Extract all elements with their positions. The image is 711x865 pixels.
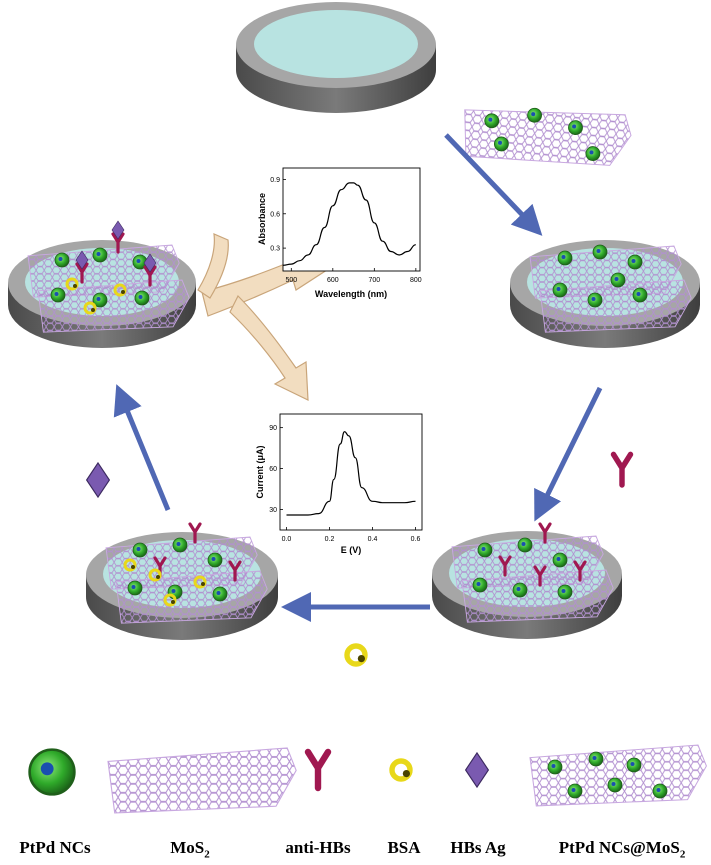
absorbance-xtick-label: 600: [327, 277, 339, 284]
arrow-2: [534, 386, 603, 522]
current-chart: 0.0 0.2 0.4 0.6 30 60 90 E (V) Current (μA): [255, 413, 423, 555]
ptpd-mos2-composite-sheet: [459, 97, 634, 174]
reagent-bsa: [347, 646, 365, 664]
current-ylabel: Current (μA): [255, 445, 265, 498]
absorbance-ylabel: Absorbance: [257, 193, 267, 245]
current-ytick-label: 30: [269, 507, 277, 514]
antigen-bound-electrode: [8, 220, 196, 348]
absorbance-xlabel: Wavelength (nm): [315, 289, 387, 299]
current-ytick-label: 60: [269, 466, 277, 473]
reagent-antibody: [614, 454, 631, 485]
antibody-electrode: [432, 522, 622, 639]
absorbance-chart-frame: [282, 167, 421, 272]
arrow-1: [444, 133, 543, 236]
legend-composite-symbol: [529, 744, 707, 807]
legend-label-ptpd-ncs: PtPd NCs: [19, 838, 91, 857]
absorbance-ytick-label: 0.9: [270, 177, 280, 184]
current-xtick-label: 0.0: [282, 536, 292, 543]
legend-anti-hbs-symbol: [308, 752, 328, 788]
absorbance-xtick-label: 800: [410, 277, 422, 284]
current-xtick-label: 0.4: [368, 536, 378, 543]
current-chart-frame: [279, 413, 423, 531]
current-xtick-label: 0.2: [325, 536, 335, 543]
legend-label-anti-hbs: anti-HBs: [285, 838, 351, 857]
reagent-antigen: [86, 462, 110, 498]
legend-bsa-symbol: [392, 761, 410, 779]
current-xtick-label: 0.6: [411, 536, 421, 543]
arrow-4: [113, 384, 171, 511]
absorbance-ytick-label: 0.3: [270, 246, 280, 253]
absorbance-xtick-label: 700: [368, 277, 380, 284]
current-xlabel: E (V): [341, 545, 362, 555]
absorbance-xtick-label: 500: [285, 277, 297, 284]
absorbance-ytick-label: 0.6: [270, 211, 280, 218]
legend-label-ptpd-ncs-mos2: PtPd NCs@MoS2: [558, 838, 686, 861]
legend-ptpd-ncs-symbol: [28, 747, 77, 797]
process-arrows: [113, 133, 603, 622]
current-curve: [286, 431, 416, 516]
legend-label-bsa: BSA: [387, 838, 421, 857]
legend-label-hbs-ag: HBs Ag: [450, 838, 506, 857]
current-ytick-label: 90: [269, 425, 277, 432]
legend-mos2-symbol: [107, 747, 297, 814]
legend-hbs-ag-symbol: [465, 752, 489, 788]
bsa-blocked-electrode: [86, 522, 278, 640]
absorbance-curve: [282, 182, 416, 266]
legend-label-mos2: MoS2: [170, 838, 210, 861]
modified-electrode: [510, 240, 700, 348]
bare-electrode: [236, 2, 436, 113]
absorbance-chart: 500 600 700 800 0.3 0.6 0.9 Wavelength (nm) Ab…: [257, 167, 422, 299]
